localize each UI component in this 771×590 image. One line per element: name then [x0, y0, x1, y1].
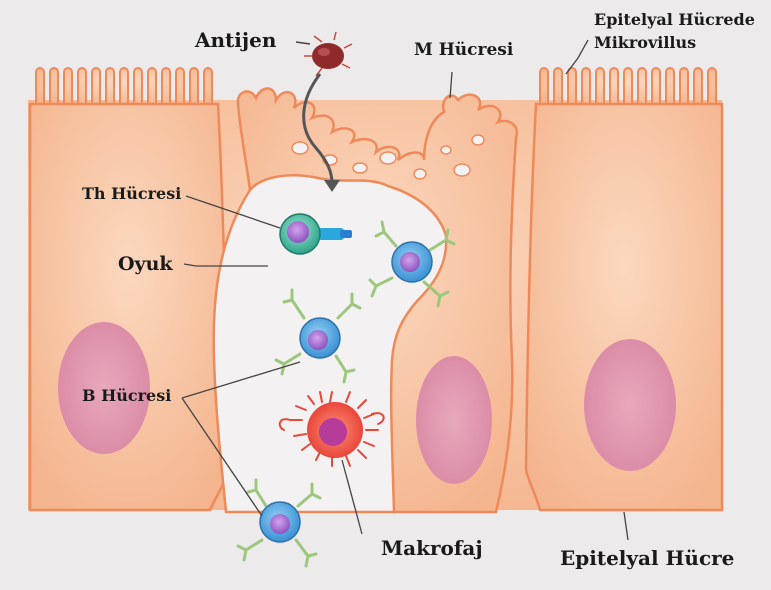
left-microvilli	[36, 68, 212, 104]
macrophage-label: Makrofaj	[381, 536, 483, 560]
right-cell-nucleus	[584, 339, 676, 471]
th-cell-label: Th Hücresi	[82, 184, 181, 203]
microvillus-label-line1: Epitelyal Hücrede	[594, 10, 755, 29]
b-cell-label: B Hücresi	[82, 386, 171, 405]
epithelial-cell-label: Epitelyal Hücre	[560, 546, 734, 570]
antigen	[304, 32, 352, 76]
m-cell-nucleus	[416, 356, 492, 484]
left-epithelial-cell	[30, 104, 228, 510]
microvillus-label-line2: Mikrovillus	[594, 33, 696, 52]
pocket-label: Oyuk	[118, 253, 173, 275]
antigen-label: Antijen	[194, 28, 277, 52]
m-cell-label: M Hücresi	[414, 40, 514, 60]
